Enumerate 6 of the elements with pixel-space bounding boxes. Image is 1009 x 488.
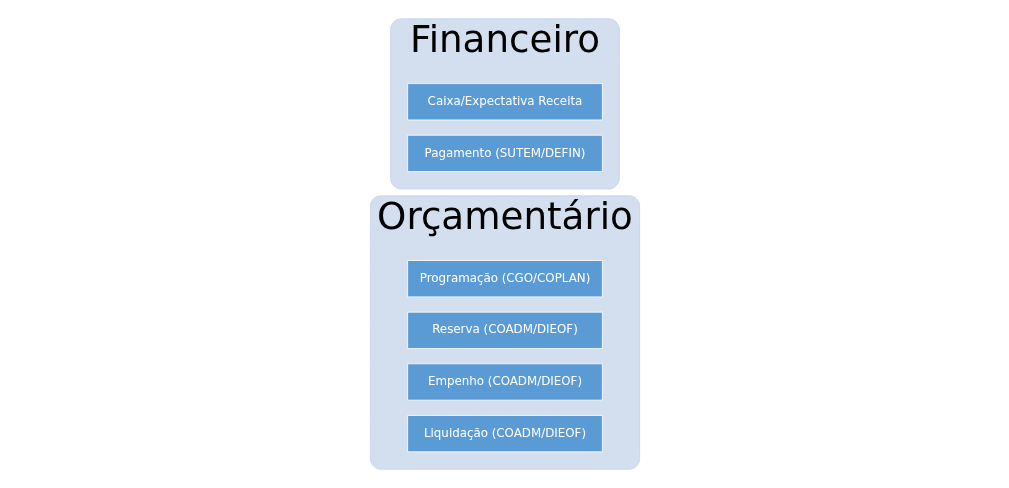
node-box: Programação (CGO/COPLAN) — [406, 260, 603, 298]
node-box: Pagamento (SUTEM/DEFIN) — [406, 134, 603, 173]
node-box: Caixa/Expectativa Receita — [406, 83, 603, 121]
node-box: Empenho (COADM/DIEOF) — [406, 363, 603, 401]
node-box: Reserva (COADM/DIEOF) — [406, 311, 603, 349]
node-box: Liquidação (COADM/DIEOF) — [406, 415, 603, 453]
